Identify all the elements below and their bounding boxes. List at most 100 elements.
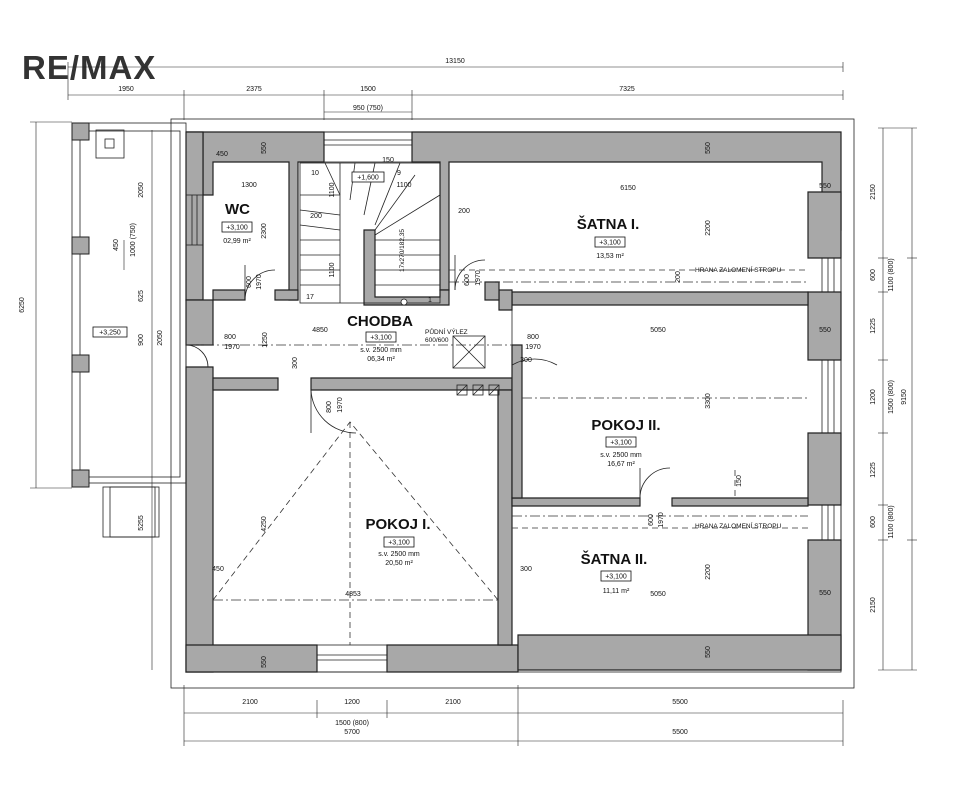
- dim-label: 1250: [262, 332, 269, 348]
- room-level: +3,100: [610, 440, 632, 447]
- room-area: 06,34 m²: [367, 356, 395, 363]
- room-area: 20,50 m²: [385, 560, 413, 567]
- terrace-level: +3,250: [99, 330, 121, 337]
- dim-label: 1225: [870, 462, 877, 478]
- dim-label: 4250: [261, 516, 268, 532]
- roof-lines: [186, 269, 808, 645]
- dim-label: 450: [113, 239, 120, 251]
- dim-label: 600: [870, 516, 877, 528]
- dim-label: 550: [819, 590, 831, 597]
- dim-label: 1970: [475, 270, 482, 286]
- room-satna-2: ŠATNA II. +3,100 11,11 m² HRANA ZALOMENÍ…: [581, 521, 782, 595]
- dim-label: 625: [138, 290, 145, 302]
- stair-spec: 17x270/182,35: [399, 229, 406, 272]
- dim-bot-5500a: 5500: [672, 699, 688, 706]
- dim-label: 1970: [658, 512, 665, 528]
- room-chodba: CHODBA +3,100 s.v. 2500 mm 06,34 m²: [347, 313, 413, 363]
- attic-hatch-label: PŮDNÍ VÝLEZ: [425, 327, 468, 336]
- room-area: 13,53 m²: [596, 253, 624, 260]
- room-name: CHODBA: [347, 313, 413, 330]
- dim-label: 550: [819, 183, 831, 190]
- dim-label: 1970: [256, 274, 263, 290]
- dimension-lines: [30, 62, 917, 746]
- windows: [185, 131, 842, 673]
- dim-label: 550: [261, 656, 268, 668]
- room-name: WC: [225, 201, 250, 218]
- dim-label: 2050: [138, 182, 145, 198]
- dim-top-7325: 7325: [619, 86, 635, 93]
- room-pokoj-2: POKOJ II. +3,100 s.v. 2500 mm 16,67 m²: [591, 417, 660, 468]
- room-height: s.v. 2500 mm: [600, 452, 642, 459]
- walls: [185, 131, 842, 673]
- dim-label: 550: [819, 327, 831, 334]
- dim-label: 200: [310, 213, 322, 220]
- attic-hatch-size: 600/600: [425, 337, 449, 344]
- dim-label: 2200: [705, 564, 712, 580]
- dim-label: 600: [464, 274, 471, 286]
- ceiling-edge-label: HRANA ZALOMENÍ STROPU: [695, 521, 782, 530]
- dim-label: 1100 (800): [888, 258, 895, 291]
- stair-level: +1,600: [357, 175, 379, 182]
- dim-label: 1100 (800): [888, 505, 895, 538]
- dim-label: 2150: [870, 597, 877, 613]
- dim-label: 150: [382, 157, 394, 164]
- dim-bot-1500: 1500 (800): [335, 720, 369, 727]
- room-level: +3,100: [370, 335, 392, 342]
- room-name: POKOJ I.: [365, 516, 430, 533]
- dim-label: 1000 (750): [130, 223, 137, 257]
- dim-label: 550: [705, 142, 712, 154]
- dim-bot-2100b: 2100: [445, 699, 461, 706]
- dim-top-1500: 1500: [360, 86, 376, 93]
- room-wc: WC +3,100 02,99 m²: [221, 201, 253, 245]
- terrace: +3,250: [71, 122, 187, 538]
- dim-label: 1300: [241, 182, 257, 189]
- room-area: 11,11 m²: [603, 588, 630, 595]
- dim-label: 450: [216, 151, 228, 158]
- dim-label: 450: [212, 566, 224, 573]
- dim-label: 300: [520, 357, 532, 364]
- dim-label: 1100: [329, 182, 336, 197]
- dim-label: 4850: [312, 327, 328, 334]
- doors: [185, 255, 671, 499]
- dim-label: 2300: [261, 223, 268, 239]
- dim-right-9150: 9150: [901, 389, 908, 405]
- room-level: +3,100: [605, 574, 627, 581]
- dim-label: 9: [397, 170, 401, 177]
- room-satna-1: ŠATNA I. +3,100 13,53 m² HRANA ZALOMENÍ …: [577, 215, 782, 274]
- dim-label: 200: [458, 208, 470, 215]
- dim-label: 800: [326, 401, 333, 413]
- room-name: POKOJ II.: [591, 417, 660, 434]
- dimension-labels: 13150 1950 2375 1500 7325 950 (750) 2100…: [118, 58, 831, 736]
- dim-top-950: 950 (750): [353, 105, 383, 112]
- dim-label: 550: [261, 142, 268, 154]
- dim-bot-5500b: 5500: [672, 729, 688, 736]
- room-pokoj-1: POKOJ I. +3,100 s.v. 2500 mm 20,50 m²: [365, 516, 430, 567]
- dimension-labels-vertical: 6250 2050 1000 (750) 450 625 900 2050 52…: [19, 142, 908, 668]
- dim-label: 600: [648, 514, 655, 526]
- dim-label: 5255: [138, 515, 145, 531]
- remax-logo: RE/MAX: [22, 49, 156, 86]
- dim-label: 5050: [650, 327, 666, 334]
- dim-label: 5050: [650, 591, 666, 598]
- dim-label: 10: [311, 170, 319, 177]
- room-area: 16,67 m²: [607, 461, 635, 468]
- dim-label: 1970: [337, 397, 344, 413]
- dim-label: 2150: [870, 184, 877, 200]
- dim-label: 1970: [224, 344, 240, 351]
- dim-label: 800: [527, 334, 539, 341]
- room-area: 02,99 m²: [223, 238, 251, 245]
- dim-label: 2050: [157, 330, 164, 346]
- dim-label: 1100: [396, 182, 411, 189]
- room-name: ŠATNA I.: [577, 215, 640, 233]
- dim-top-total: 13150: [445, 58, 465, 65]
- staircase: +1,600 17x270/182,35: [299, 162, 441, 306]
- dim-label: 3300: [705, 393, 712, 409]
- dim-bot-5700: 5700: [344, 729, 360, 736]
- dim-label: 600: [870, 269, 877, 281]
- dim-bot-1200: 1200: [344, 699, 360, 706]
- dim-top-2375: 2375: [246, 86, 262, 93]
- dim-label: 17: [306, 294, 314, 301]
- dim-label: 800: [224, 334, 236, 341]
- dim-label: 1200: [870, 389, 877, 405]
